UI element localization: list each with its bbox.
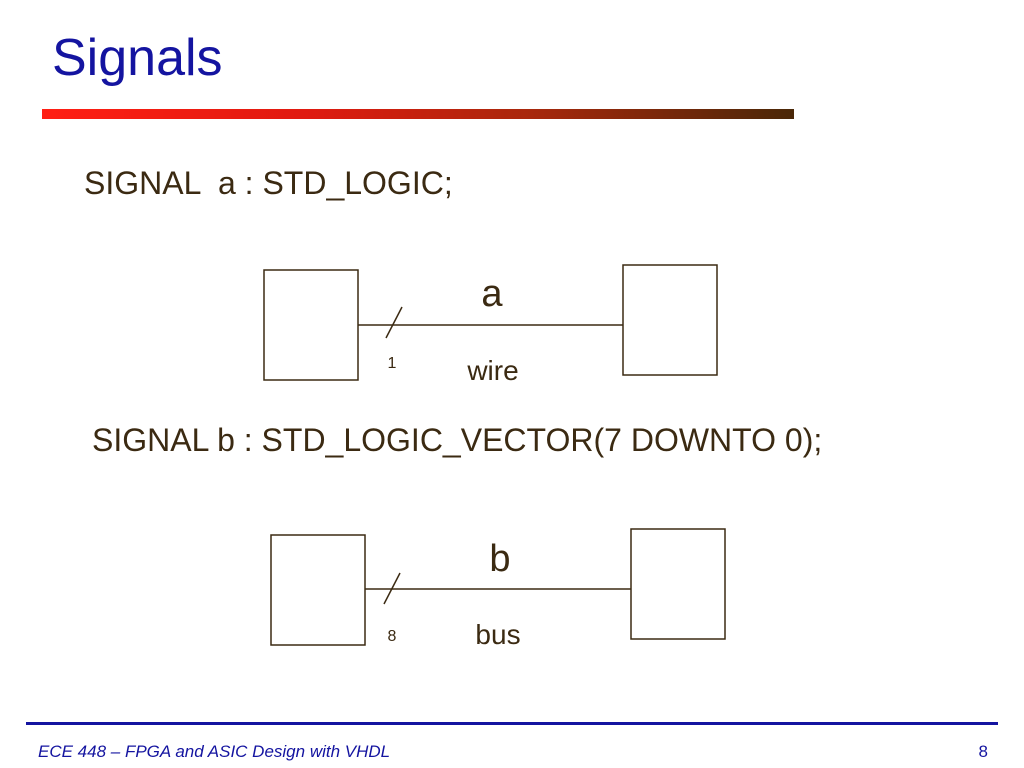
page-number: 8 [978, 742, 988, 761]
width-b-label: 8 [388, 628, 397, 645]
bus-kind-label: bus [475, 619, 520, 650]
signal-a-declaration: SIGNAL a : STD_LOGIC; [84, 165, 453, 201]
title-underline [42, 109, 794, 119]
signal-b-label: b [489, 538, 510, 580]
signal-a-label: a [481, 273, 503, 315]
source-block-a [263, 269, 359, 381]
footer-rule [26, 722, 998, 725]
dest-block-b [630, 528, 726, 640]
width-slash-a [385, 306, 403, 339]
bus-diagram: b 8 bus [270, 528, 726, 650]
source-block-b [270, 534, 366, 646]
width-slash-b [383, 572, 401, 605]
wire-diagram: a 1 wire [263, 264, 718, 386]
dest-block-a [622, 264, 718, 376]
width-a-label: 1 [388, 355, 397, 372]
footer-course-title: ECE 448 – FPGA and ASIC Design with VHDL [38, 742, 391, 761]
slide-title: Signals [52, 29, 223, 87]
wire-kind-label: wire [466, 355, 518, 386]
signal-b-declaration: SIGNAL b : STD_LOGIC_VECTOR(7 DOWNTO 0); [92, 422, 823, 458]
